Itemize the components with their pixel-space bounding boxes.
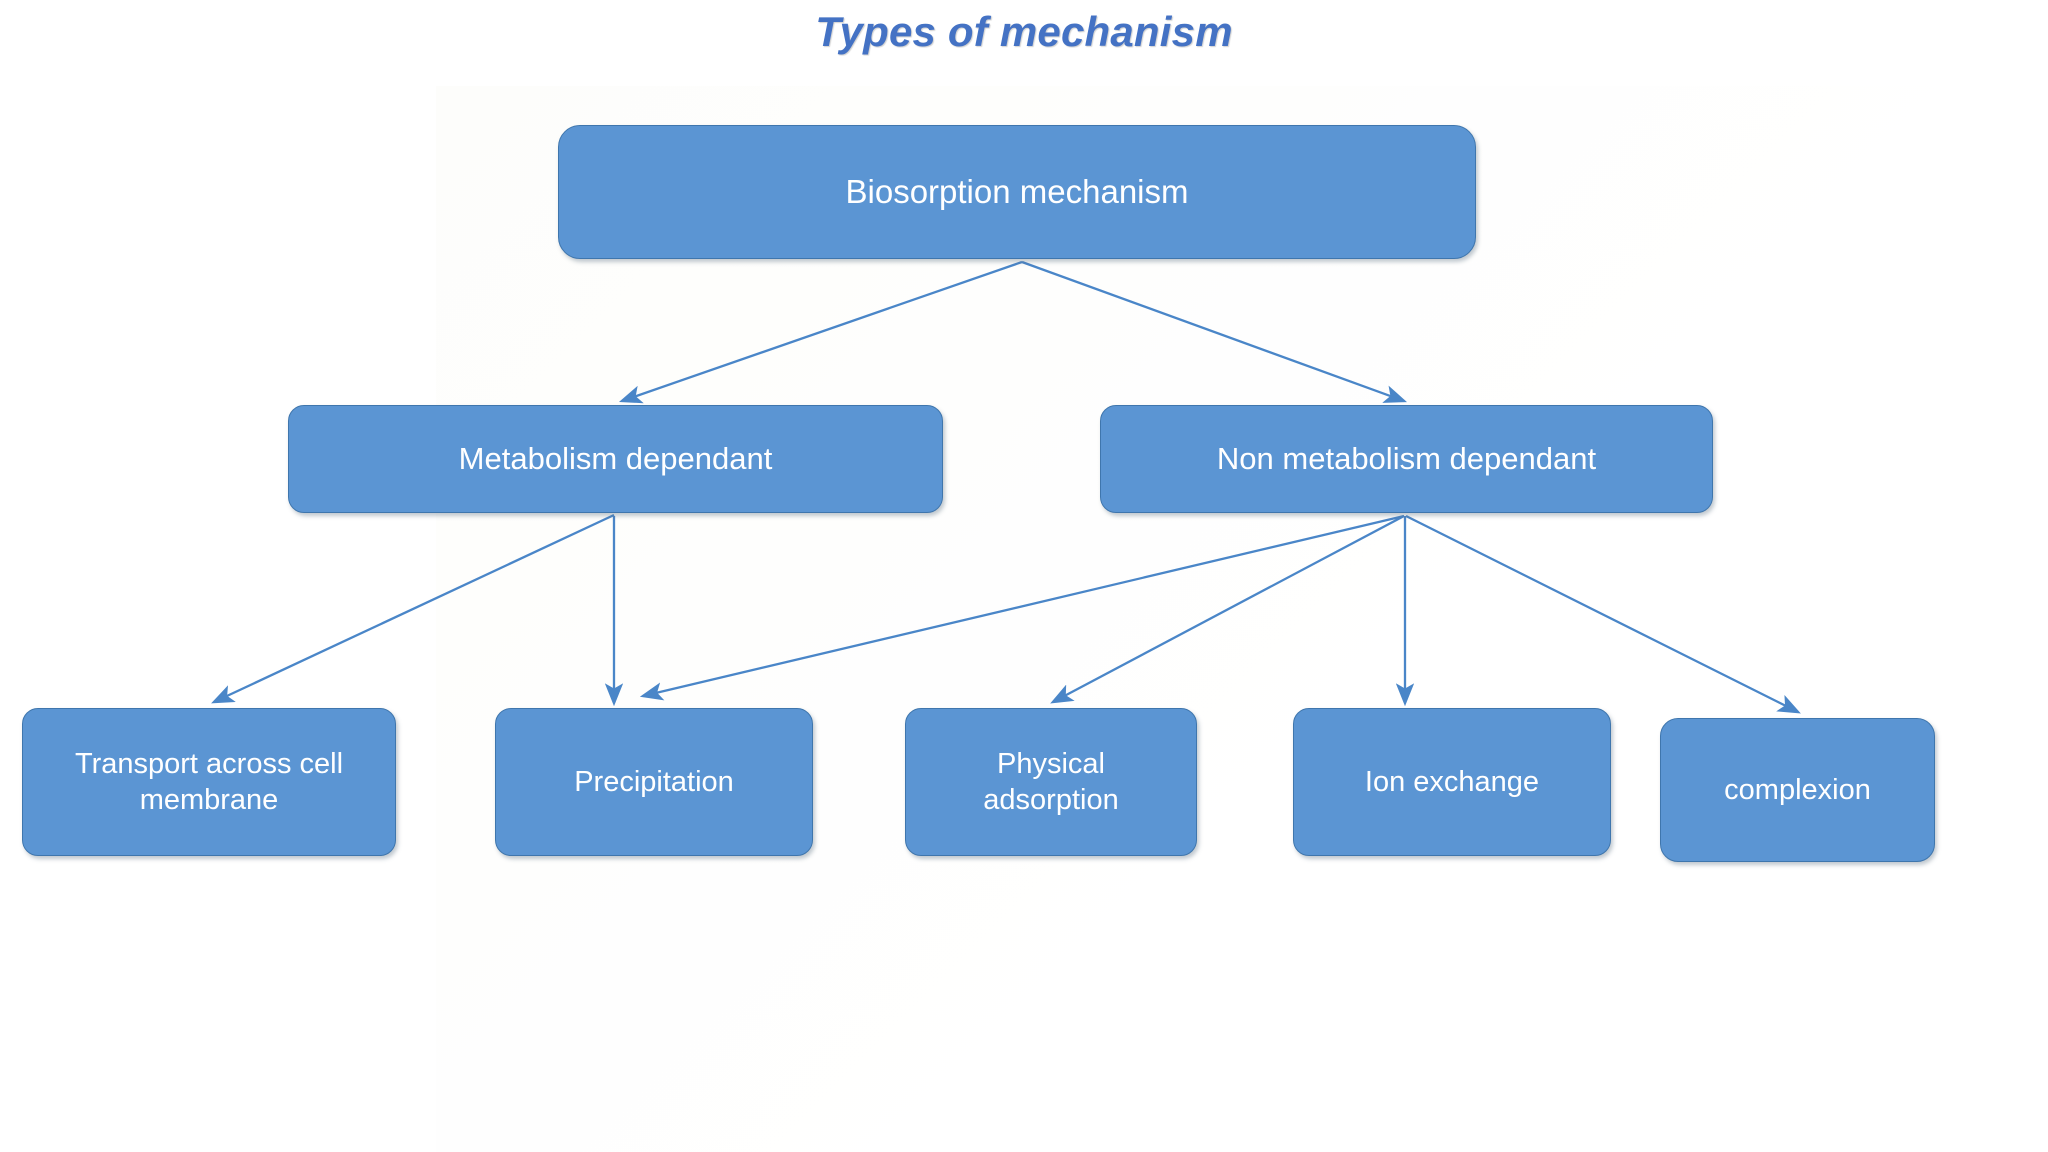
node-label: Transport across cell membrane bbox=[74, 747, 344, 816]
node-label: Metabolism dependant bbox=[458, 440, 773, 476]
node-label: complexion bbox=[1724, 773, 1871, 806]
node-transport-across-cell-membrane[interactable]: Transport across cell membrane bbox=[22, 708, 396, 856]
page-title: Types of mechanism bbox=[0, 8, 2048, 56]
node-non-metabolism-dependant[interactable]: Non metabolism dependant bbox=[1100, 405, 1713, 513]
node-label: Ion exchange bbox=[1364, 765, 1540, 798]
edge-non-metabolism-dependant-to-complexion bbox=[1405, 514, 1801, 714]
page-title-text: Types of mechanism bbox=[815, 8, 1233, 55]
node-ion-exchange[interactable]: Ion exchange bbox=[1293, 708, 1611, 856]
edge-metabolism-dependant-to-transport-across-cell-membrane bbox=[211, 513, 615, 704]
edge-root-to-non-metabolism-dependant bbox=[1021, 260, 1408, 403]
edge-non-metabolism-dependant-to-physical-adsorption bbox=[1050, 514, 1405, 704]
node-label: Non metabolism dependant bbox=[1216, 440, 1597, 476]
node-complexion[interactable]: complexion bbox=[1660, 718, 1935, 862]
edge-non-metabolism-dependant-to-precipitation bbox=[639, 514, 1405, 701]
node-label: Precipitation bbox=[574, 765, 734, 798]
node-label: Physical adsorption bbox=[983, 747, 1119, 816]
edge-root-to-metabolism-dependant bbox=[618, 260, 1023, 404]
node-metabolism-dependant[interactable]: Metabolism dependant bbox=[288, 405, 943, 513]
node-biosorption-mechanism[interactable]: Biosorption mechanism bbox=[558, 125, 1476, 259]
node-physical-adsorption[interactable]: Physical adsorption bbox=[905, 708, 1197, 856]
node-label: Biosorption mechanism bbox=[845, 173, 1189, 211]
node-precipitation[interactable]: Precipitation bbox=[495, 708, 813, 856]
